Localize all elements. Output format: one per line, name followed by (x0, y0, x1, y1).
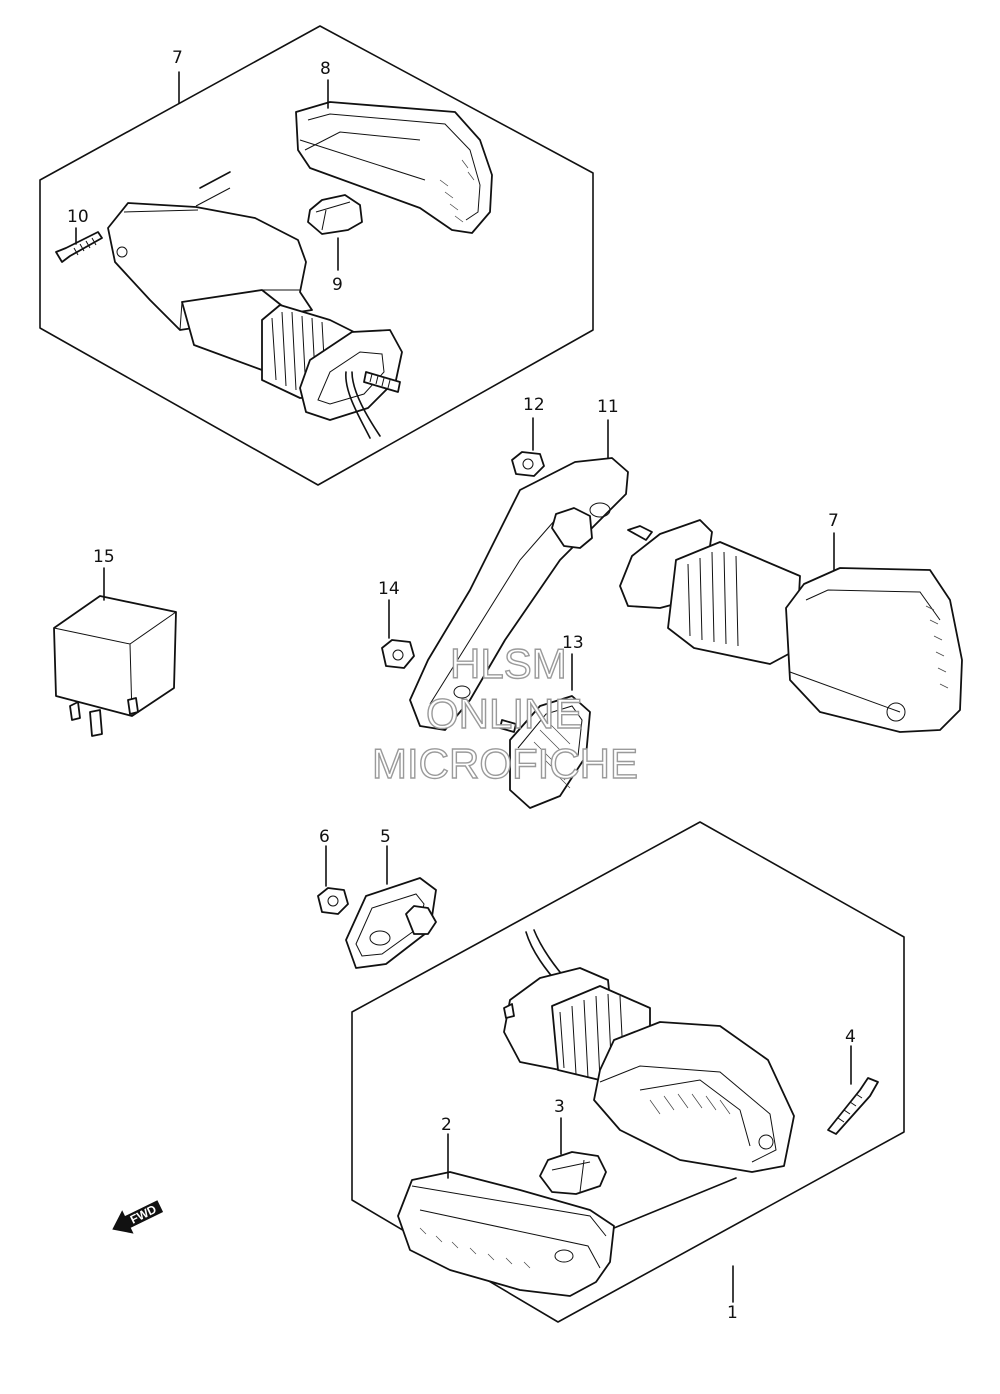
screw-top (55, 227, 103, 263)
turn-signal-right: 7 (619, 511, 963, 733)
assembly-group-bottom: 1 4 3 (351, 821, 905, 1323)
nut-14 (381, 639, 415, 669)
watermark: HLSM ONLINE MICROFICHE (371, 639, 638, 787)
callout-6: 6 (319, 827, 330, 847)
callout-8: 8 (320, 59, 331, 79)
bulb-top (307, 194, 363, 235)
watermark-line1: HLSM (450, 640, 567, 687)
callout-1: 1 (727, 1303, 738, 1323)
spacer-5: 5 (345, 827, 437, 969)
screw-bottom (827, 1045, 879, 1135)
leader-hidden-top (199, 171, 231, 189)
bracket-group: 12 11 14 13 (378, 395, 629, 809)
nut-12 (511, 451, 545, 477)
turn-signal-housing-bottom (503, 929, 795, 1173)
forward-direction-arrow: FWD (112, 1200, 164, 1234)
turn-signal-housing-top (107, 187, 403, 439)
callout-5: 5 (380, 827, 391, 847)
assembly-frame-top (39, 25, 594, 486)
turn-signal-lens-bottom (397, 1133, 615, 1297)
callout-10: 10 (67, 207, 89, 227)
callout-7b: 7 (828, 511, 839, 531)
callout-9: 9 (332, 275, 343, 295)
callout-13: 13 (562, 633, 584, 653)
watermark-line2: ONLINE (426, 690, 582, 737)
callout-15: 15 (93, 547, 115, 567)
leader-hidden-bottom (613, 1177, 737, 1229)
nut-6: 6 (317, 827, 349, 915)
callout-11: 11 (597, 397, 619, 417)
callout-14: 14 (378, 579, 400, 599)
callout-2: 2 (441, 1115, 452, 1135)
bulb-bottom (539, 1117, 607, 1195)
reflector-13 (499, 695, 591, 809)
relay-15: 15 (53, 547, 177, 737)
callout-4: 4 (845, 1027, 856, 1047)
assembly-group-top: 7 8 9 (39, 25, 594, 486)
callout-12: 12 (523, 395, 545, 415)
watermark-line3: MICROFICHE (372, 740, 638, 787)
turn-signal-lens-top (295, 101, 493, 234)
callout-7a: 7 (172, 48, 183, 68)
assembly-frame-bottom (351, 821, 905, 1323)
callout-3: 3 (554, 1097, 565, 1117)
